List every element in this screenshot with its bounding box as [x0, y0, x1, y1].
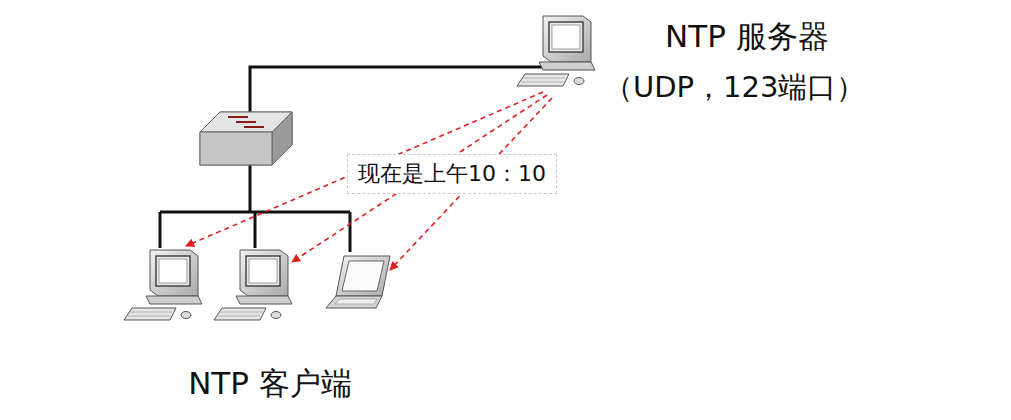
edge-label: 现在是上午10：10: [347, 154, 557, 194]
server-node: NTP 服务器 （UDP，123端口）: [520, 10, 990, 120]
node-subtitle: （UDP，123端口）: [604, 68, 865, 108]
switch-icon: [200, 112, 292, 165]
client-desktop: [124, 250, 202, 320]
client-desktop: [214, 250, 292, 320]
node-title: NTP 服务器: [665, 16, 829, 58]
client-laptop: [326, 256, 390, 308]
server-computer: [517, 16, 595, 86]
client-group: NTP 客户端: [110, 235, 430, 415]
node-title: NTP 客户端: [188, 363, 352, 405]
